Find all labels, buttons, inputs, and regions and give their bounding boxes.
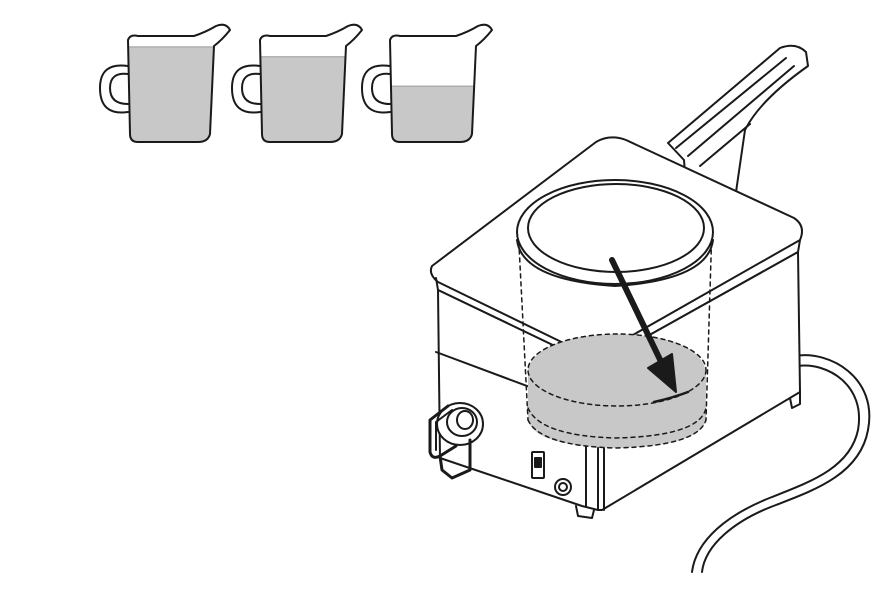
water-volume <box>528 334 706 448</box>
indicator-light-icon <box>554 478 572 496</box>
pitcher-handle <box>231 64 261 114</box>
pitcher-handle <box>99 64 129 114</box>
lid-lip <box>516 239 714 287</box>
lid-outer-rim <box>516 179 714 285</box>
toggle-switch-icon <box>531 451 545 479</box>
base-foot-right <box>789 391 801 409</box>
water-level <box>527 333 707 449</box>
water-surface <box>527 333 707 407</box>
knob-guard-inner <box>435 409 453 451</box>
pitcher-liquid <box>390 86 492 143</box>
arrow-down-right-icon <box>609 257 677 393</box>
pitcher-3 <box>361 23 493 143</box>
power-cord <box>701 354 871 573</box>
lid-handle-groove <box>675 57 795 167</box>
pitcher-handle-inner <box>109 72 129 105</box>
pitcher-group <box>99 23 493 143</box>
pitcher-2 <box>231 23 363 143</box>
fill-line-mark <box>652 390 690 404</box>
pitcher-liquid <box>260 56 362 143</box>
pitcher-handle-inner <box>371 72 391 105</box>
power-cord-inner <box>691 364 861 573</box>
pitcher-liquid <box>128 46 230 143</box>
water-bottom-edge <box>527 419 707 449</box>
pitcher-body <box>389 23 493 143</box>
knob-guard <box>428 404 472 480</box>
pitcher-body <box>127 23 231 143</box>
pitcher-handle <box>361 64 391 114</box>
inner-well <box>517 225 713 439</box>
base-foot <box>575 505 595 519</box>
pitcher-body <box>259 23 363 143</box>
pitcher-1 <box>99 23 231 143</box>
pitcher-handle-inner <box>241 72 261 105</box>
